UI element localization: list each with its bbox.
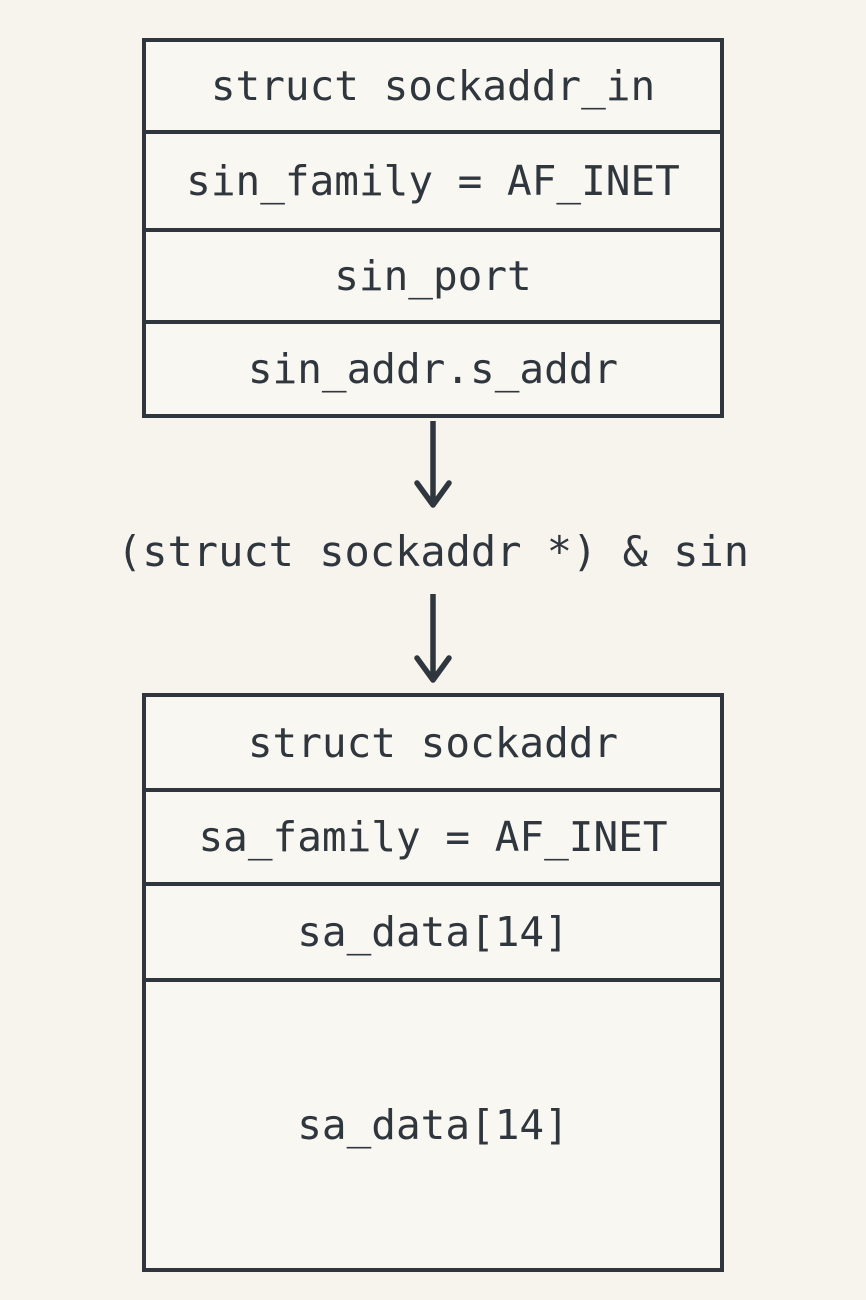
struct-field-row: sin_port: [146, 228, 720, 320]
sockaddr-in-struct-box: struct sockaddr_in sin_family = AF_INET …: [142, 38, 724, 418]
struct-title: struct sockaddr_in: [210, 62, 656, 110]
struct-field-row: sa_data[14]: [146, 978, 720, 1268]
cast-expression-label: (struct sockaddr *) & sin: [116, 527, 750, 576]
struct-title: struct sockaddr: [247, 718, 619, 767]
struct-field-row: sin_addr.s_addr: [146, 320, 720, 414]
down-arrow-icon: [414, 594, 452, 683]
down-arrow-icon: [414, 421, 452, 508]
sockaddr-struct-box: struct sockaddr sa_family = AF_INET sa_d…: [142, 693, 724, 1272]
struct-field-row: sa_family = AF_INET: [146, 788, 720, 882]
struct-field-row: sa_data[14]: [146, 882, 720, 978]
struct-field-row: sin_family = AF_INET: [146, 130, 720, 228]
